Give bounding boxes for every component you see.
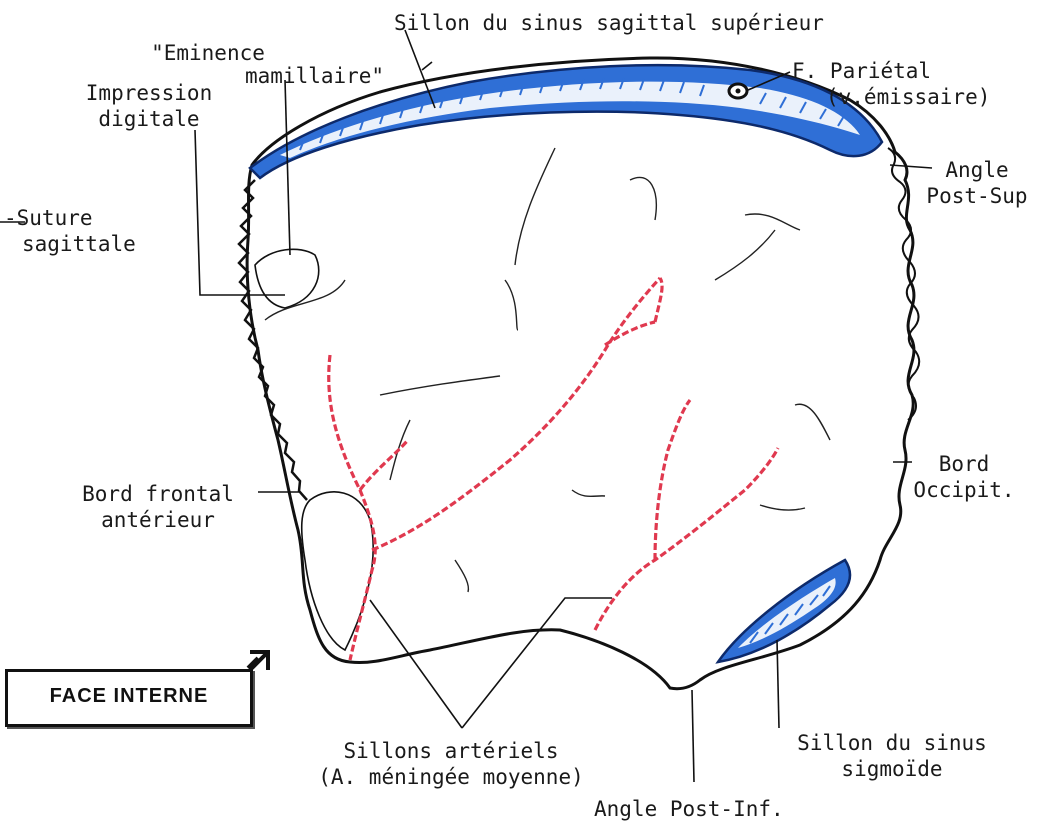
- face-interne-box: FACE INTERNE: [5, 669, 253, 727]
- label-suture-line2: sagittale: [22, 231, 136, 257]
- label-sinus-sigmoide-line2: sigmoïde: [776, 756, 1008, 782]
- meningeal-artery-grooves: [329, 278, 778, 660]
- label-suture: -Suture sagittale: [4, 205, 136, 257]
- frontal-border-bulge: [302, 492, 373, 650]
- label-eminence-2: mamillaire": [245, 63, 384, 89]
- label-sinus-sagittal: Sillon du sinus sagittal supérieur: [394, 10, 824, 36]
- label-impression-line1: Impression: [44, 80, 254, 106]
- label-sillons-arteriels: Sillons artériels (A. méningée moyenne): [286, 738, 616, 790]
- label-bord-occipital-line2: Occipit.: [898, 477, 1030, 503]
- label-sinus-sigmoide-line1: Sillon du sinus: [776, 730, 1008, 756]
- label-sinus-sigmoide: Sillon du sinus sigmoïde: [776, 730, 1008, 782]
- label-eminence-line2: mamillaire": [245, 63, 384, 89]
- label-bord-frontal-line1: Bord frontal: [60, 481, 256, 507]
- label-foramen-line2: (v.émissaire): [826, 84, 990, 110]
- label-bord-frontal-line2: antérieur: [60, 507, 256, 533]
- label-angle-post-sup-line1: Angle: [914, 157, 1040, 183]
- face-interne-label: FACE INTERNE: [8, 685, 250, 708]
- label-impression: Impression digitale: [44, 80, 254, 132]
- label-angle-post-inf: Angle Post-Inf.: [594, 796, 784, 822]
- label-angle-post-inf-text: Angle Post-Inf.: [594, 796, 784, 822]
- label-sillons-arteriels-line1: Sillons artériels: [286, 738, 616, 764]
- label-angle-post-sup-line2: Post-Sup: [914, 183, 1040, 209]
- label-angle-post-sup: Angle Post-Sup: [914, 157, 1040, 209]
- label-suture-line1: -Suture: [4, 205, 136, 231]
- label-sillons-arteriels-line2: (A. méningée moyenne): [286, 764, 616, 790]
- label-bord-occipital-line1: Bord: [898, 451, 1030, 477]
- digital-impressions: [265, 148, 830, 592]
- eminence-mamillaire: [255, 249, 319, 308]
- label-bord-frontal: Bord frontal antérieur: [60, 481, 256, 533]
- label-bord-occipital: Bord Occipit.: [898, 451, 1030, 503]
- label-foramen: F. Pariétal (v.émissaire): [792, 58, 990, 110]
- label-sinus-sagittal-text: Sillon du sinus sagittal supérieur: [394, 10, 824, 36]
- label-impression-line2: digitale: [44, 106, 254, 132]
- label-foramen-line1: F. Pariétal: [792, 58, 990, 84]
- face-arrow-icon: [248, 652, 268, 670]
